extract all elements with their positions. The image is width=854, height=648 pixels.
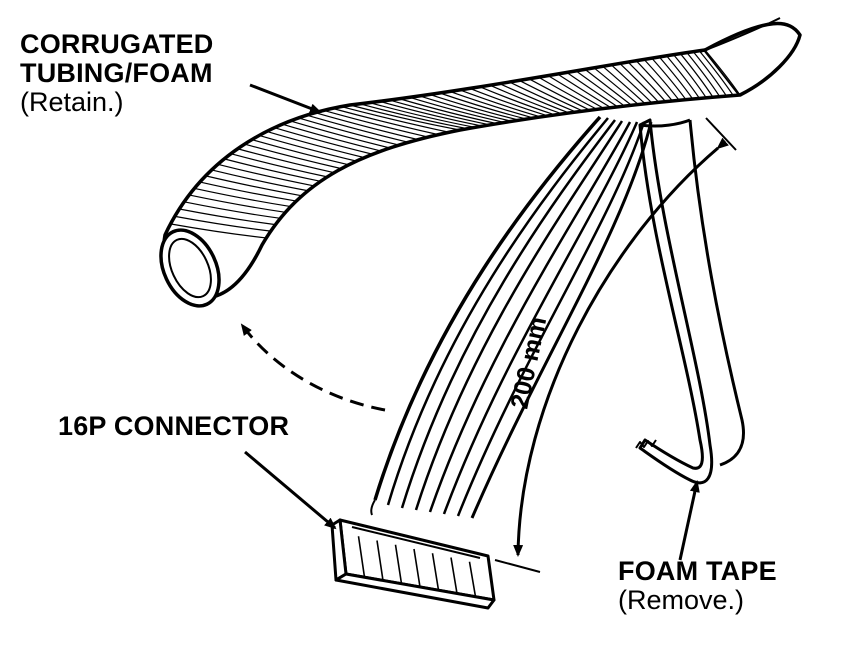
tubing-rib xyxy=(619,63,660,103)
tubing-rib xyxy=(274,127,373,155)
tubing-rib xyxy=(679,53,714,98)
foam-tape-label: FOAM TAPE (Remove.) xyxy=(618,556,777,616)
tubing-rib xyxy=(189,194,286,213)
tubing-rib xyxy=(692,51,728,97)
tubing-rib xyxy=(557,73,611,109)
tubing-rib xyxy=(217,163,315,187)
tubing-rib xyxy=(258,134,357,162)
tubing-rib xyxy=(171,223,267,239)
foam-tape-title: FOAM TAPE xyxy=(618,556,777,586)
tubing-rib xyxy=(323,109,429,138)
tubing-rib xyxy=(199,181,297,202)
tubing-rib xyxy=(479,86,555,116)
tubing-slit xyxy=(699,17,781,53)
tubing-label: CORRUGATED TUBING/FOAM (Retain.) xyxy=(20,29,214,118)
tubing-rib xyxy=(704,49,741,96)
tubing-rib xyxy=(409,96,505,124)
connector-pin-divider xyxy=(450,557,458,594)
foam-tape-note: (Remove.) xyxy=(618,585,745,616)
tubing-rib xyxy=(584,68,632,106)
tubing-rib xyxy=(419,95,512,122)
tubing-rib xyxy=(223,158,321,182)
tubing-rib xyxy=(332,107,439,136)
tubing-rib xyxy=(547,75,605,109)
tubing-rib xyxy=(509,81,577,113)
tubing-rib xyxy=(194,187,291,208)
tubing-rib xyxy=(179,208,276,226)
connector-pin-divider xyxy=(431,553,440,591)
connector-pin-divider xyxy=(357,536,366,578)
tubing-rib xyxy=(429,93,520,121)
tubing-rib xyxy=(635,60,673,102)
tubing-rib xyxy=(230,153,328,178)
tubing-rib xyxy=(306,114,409,143)
tubing-title-line2: TUBING/FOAM xyxy=(20,58,213,89)
tubing-rib xyxy=(315,112,419,141)
tubing-rib xyxy=(359,103,468,130)
connector-pins xyxy=(357,536,477,597)
tubing-rib xyxy=(651,57,687,100)
tubing-rib xyxy=(184,201,281,219)
tubing-rib xyxy=(593,67,639,105)
tubing-rib xyxy=(290,120,391,149)
connector-label: 16P CONNECTOR xyxy=(58,411,290,441)
tubing-rib xyxy=(389,99,490,126)
tubing-rib xyxy=(449,90,534,119)
connector-pin-divider xyxy=(468,561,477,597)
connector-16p xyxy=(330,518,496,610)
tubing-rib xyxy=(499,83,570,114)
tubing-rib xyxy=(566,71,618,108)
tubing-rib xyxy=(658,56,694,100)
tubing-rib xyxy=(369,102,476,128)
tubing-rib xyxy=(251,139,349,166)
tubing-rib xyxy=(538,76,598,110)
tubing-rib xyxy=(673,54,707,99)
tubing-rib xyxy=(686,52,721,97)
connector-pin-divider xyxy=(376,540,384,581)
corrugated-tubing xyxy=(159,21,802,308)
tubing-rib xyxy=(698,50,734,96)
tubing-rib xyxy=(211,169,309,192)
tubing-rib xyxy=(237,148,335,174)
tubing-rib xyxy=(643,58,680,101)
tubing-rib xyxy=(298,117,400,146)
tubing-rib xyxy=(399,98,498,125)
dashed-return-arrow xyxy=(240,323,386,412)
tubing-rib xyxy=(602,65,646,105)
tubing-rib xyxy=(489,84,562,115)
connector-pin-divider xyxy=(394,544,403,584)
tubing-rib xyxy=(528,78,591,111)
connector-title: 16P CONNECTOR xyxy=(58,411,290,441)
tubing-rib xyxy=(175,215,271,232)
tubing-rib xyxy=(519,79,584,112)
tubing-rib xyxy=(469,87,548,117)
wire-bundle xyxy=(370,115,653,519)
tubing-rib xyxy=(341,105,450,133)
dimension-200mm xyxy=(494,117,737,573)
tubing-rib xyxy=(666,55,700,99)
tubing-rib xyxy=(282,123,382,152)
tubing-rib xyxy=(205,175,303,197)
tubing-rib xyxy=(575,70,625,107)
tubing-rib xyxy=(349,104,461,131)
tubing-note: (Retain.) xyxy=(20,87,124,118)
tubing-title-line1: CORRUGATED xyxy=(20,29,214,59)
tubing-rib xyxy=(379,100,483,127)
tubing-ribs xyxy=(171,49,741,239)
connector-pin-divider xyxy=(413,548,421,588)
tubing-rib xyxy=(266,130,365,159)
tubing-rib xyxy=(439,92,527,120)
tubing-rib xyxy=(459,89,541,118)
tubing-rib xyxy=(627,61,666,102)
tubing-rib xyxy=(610,64,653,104)
tubing-rib xyxy=(244,143,342,170)
